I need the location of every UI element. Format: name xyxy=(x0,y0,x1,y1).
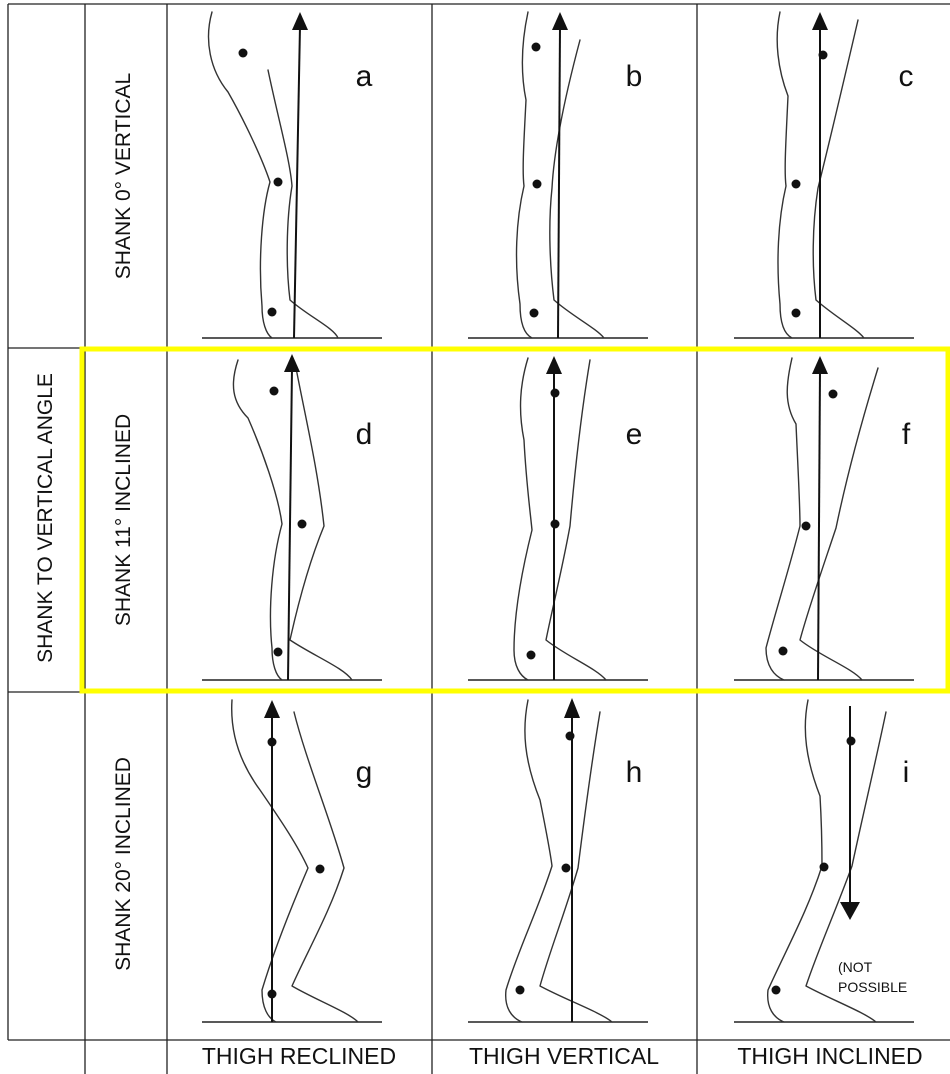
panel-letter: h xyxy=(626,756,643,789)
ankle-marker xyxy=(792,309,801,318)
hip-marker xyxy=(239,49,248,58)
panel-i: i (NOT POSSIBLE xyxy=(734,700,914,1022)
panel-letter: c xyxy=(899,60,914,93)
col-label-thigh-reclined: THIGH RECLINED xyxy=(202,1043,396,1069)
panel-letter: i xyxy=(903,756,910,789)
hip-marker xyxy=(829,390,838,399)
knee-marker xyxy=(533,180,542,189)
panel-d: d xyxy=(202,354,382,680)
hip-marker xyxy=(566,732,575,741)
up-arrow-icon xyxy=(812,12,828,30)
hip-marker xyxy=(268,738,277,747)
leg-front-outline xyxy=(800,368,878,680)
gravity-line xyxy=(558,26,560,338)
leg-back-outline xyxy=(232,700,308,1022)
leg-front-outline xyxy=(268,70,338,338)
down-arrow-icon xyxy=(840,902,860,920)
knee-marker xyxy=(551,520,560,529)
leg-front-outline xyxy=(540,712,612,1022)
panel-letter: g xyxy=(356,756,373,789)
panel-letter: a xyxy=(356,60,373,93)
row-label-shank-0: SHANK 0° VERTICAL xyxy=(112,73,135,279)
panel-letter: e xyxy=(626,418,643,451)
row-label-shank-11: SHANK 11° INCLINED xyxy=(112,414,135,626)
hip-marker xyxy=(551,389,560,398)
hip-marker xyxy=(847,737,856,746)
panel-a: a xyxy=(202,12,382,338)
hip-marker xyxy=(819,51,828,60)
leg-back-outline xyxy=(233,360,282,680)
up-arrow-icon xyxy=(284,354,300,372)
row-label-shank-20: SHANK 20° INCLINED xyxy=(112,757,135,971)
leg-front-outline xyxy=(292,712,358,1022)
leg-back-outline xyxy=(777,12,792,338)
up-arrow-icon xyxy=(552,12,568,30)
leg-back-outline xyxy=(209,12,272,338)
ankle-marker xyxy=(268,990,277,999)
panel-f: f xyxy=(734,356,914,680)
knee-marker xyxy=(274,178,283,187)
col-label-thigh-vertical: THIGH VERTICAL xyxy=(469,1043,659,1069)
knee-marker xyxy=(298,520,307,529)
up-arrow-icon xyxy=(812,356,828,374)
hip-marker xyxy=(532,43,541,52)
panel-letter: d xyxy=(356,418,373,451)
panel-h: h xyxy=(468,698,648,1022)
ankle-marker xyxy=(772,986,781,995)
col-label-thigh-inclined: THIGH INCLINED xyxy=(737,1043,922,1069)
ankle-marker xyxy=(530,309,539,318)
ankle-marker xyxy=(268,308,277,317)
leg-front-outline xyxy=(806,712,886,1022)
knee-marker xyxy=(562,864,571,873)
gravity-line xyxy=(294,26,300,338)
leg-back-outline xyxy=(517,12,532,338)
axis-title: SHANK TO VERTICAL ANGLE xyxy=(34,373,57,663)
ankle-marker xyxy=(274,648,283,657)
panel-b: b xyxy=(468,12,648,338)
panel-letter: b xyxy=(626,60,643,93)
gravity-line xyxy=(818,370,820,680)
up-arrow-icon xyxy=(264,700,280,718)
ankle-marker xyxy=(516,986,525,995)
ankle-marker xyxy=(779,647,788,656)
panel-letter: f xyxy=(902,418,911,451)
grid xyxy=(8,4,950,1074)
knee-marker xyxy=(802,522,811,531)
leg-back-outline xyxy=(506,700,552,1022)
panel-g: g xyxy=(202,700,382,1022)
up-arrow-icon xyxy=(292,12,308,30)
panel-e: e xyxy=(468,356,648,680)
not-possible-note-line2: POSSIBLE xyxy=(838,979,907,995)
ankle-marker xyxy=(527,651,536,660)
knee-marker xyxy=(792,180,801,189)
panel-c: c xyxy=(734,12,914,338)
knee-marker xyxy=(820,863,829,872)
up-arrow-icon xyxy=(564,698,580,718)
leg-back-outline xyxy=(766,358,800,680)
hip-marker xyxy=(270,387,279,396)
not-possible-note-line1: (NOT xyxy=(838,959,873,975)
leg-back-outline xyxy=(768,700,822,1022)
up-arrow-icon xyxy=(546,356,562,374)
leg-back-outline xyxy=(514,358,532,680)
knee-marker xyxy=(316,865,325,874)
